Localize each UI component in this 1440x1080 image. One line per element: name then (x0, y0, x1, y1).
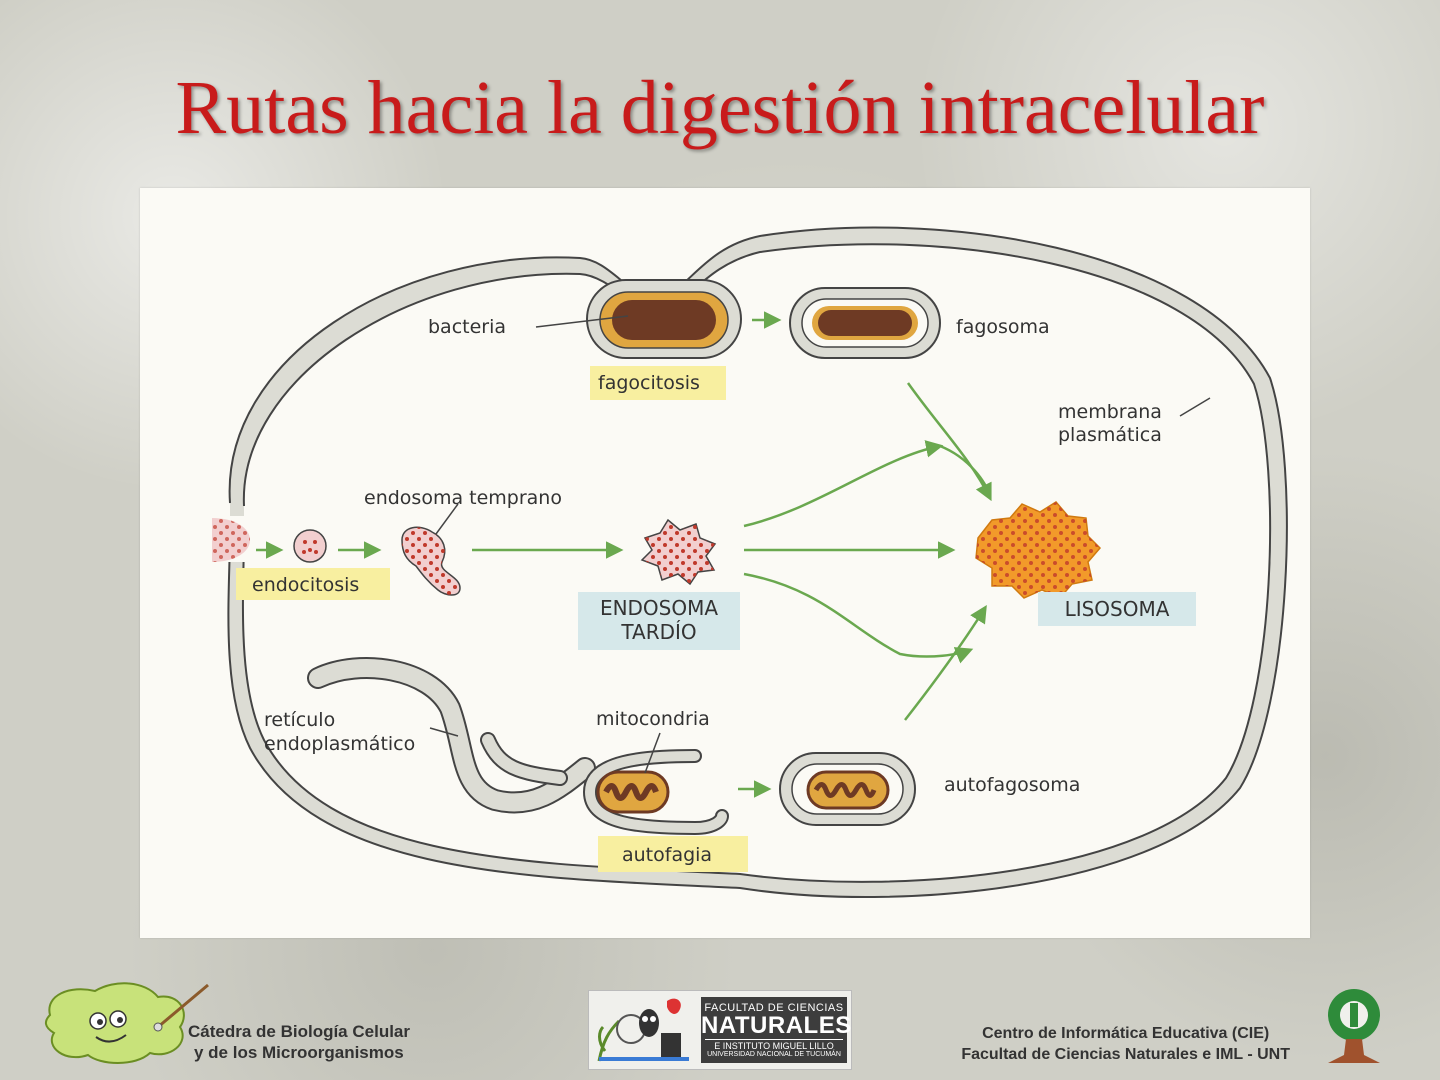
endoplasmic-reticulum (307, 657, 596, 814)
phagosome (789, 287, 941, 359)
autophagy-mitochondria (582, 749, 729, 836)
label-lisosoma: LISOSOMA (1065, 597, 1170, 621)
autofagia-highlight (598, 836, 748, 872)
catedra-line2: y de los Microorganismos (194, 1043, 404, 1062)
label-endocitosis: endocitosis (252, 574, 359, 596)
label-autofagia: autofagia (622, 844, 712, 866)
label-plasmatica: plasmática (1058, 424, 1162, 446)
phagocytosis-bacteria (586, 279, 742, 359)
endosoma-tardio-highlight (578, 592, 740, 650)
cie-logo: Centro de Informática Educativa (CIE) Fa… (950, 985, 1400, 1075)
lisosoma-highlight (1038, 592, 1196, 626)
facultad-line2: NATURALES (701, 1012, 852, 1039)
pathway-arrows (256, 311, 992, 798)
facultad-line1: FACULTAD DE CIENCIAS (704, 1002, 844, 1014)
label-tardio: TARDÍO (620, 620, 696, 644)
label-endosoma: ENDOSOMA (600, 596, 718, 620)
cie-text: Centro de Informática Educativa (CIE) Fa… (961, 1023, 1290, 1065)
catedra-text: Cátedra de Biología Celular y de los Mic… (188, 1021, 410, 1063)
label-fagosoma: fagosoma (956, 316, 1050, 338)
label-autofagosoma: autofagosoma (944, 774, 1080, 796)
cie-tree-icon (1328, 989, 1380, 1063)
early-endosome (401, 526, 461, 596)
label-reticulo: retículo (264, 709, 335, 731)
small-vesicle (293, 529, 327, 563)
cie-line2: Facultad de Ciencias Naturales e IML - U… (961, 1046, 1290, 1063)
pointer-lines (429, 315, 1211, 774)
lysosome (975, 501, 1102, 599)
label-fagocitosis: fagocitosis (598, 372, 700, 394)
endocitosis-highlight (236, 568, 390, 600)
facultad-logo: FACULTAD DE CIENCIAS NATURALES E INSTITU… (588, 990, 852, 1070)
slide-title: Rutas hacia la digestión intracelular (175, 66, 1265, 150)
catedra-logo: Cátedra de Biología Celular y de los Mic… (40, 975, 440, 1065)
label-endosoma-temprano: endosoma temprano (364, 487, 562, 509)
facultad-line3: E INSTITUTO MIGUEL LILLO (705, 1039, 843, 1051)
digestion-diagram: bacteria fagocitosis fagosoma membrana p… (140, 188, 1310, 938)
fagocitosis-highlight (590, 366, 726, 400)
label-bacteria: bacteria (428, 316, 506, 338)
plasma-membrane (224, 226, 1288, 898)
autophagosome (779, 752, 916, 826)
amoeba-mascot-icon (44, 982, 209, 1064)
facultad-emblem-icon (597, 998, 689, 1062)
facultad-line4: UNIVERSIDAD NACIONAL DE TUCUMÁN (707, 1051, 841, 1058)
cie-line1: Centro de Informática Educativa (CIE) (982, 1025, 1270, 1042)
label-membrana: membrana (1058, 401, 1162, 423)
label-endoplasmatico: endoplasmático (264, 733, 415, 755)
late-endosome (640, 518, 717, 586)
label-mitocondria: mitocondria (596, 708, 710, 730)
endocytosis-pit (212, 518, 250, 562)
catedra-line1: Cátedra de Biología Celular (188, 1022, 410, 1041)
facultad-text-box: FACULTAD DE CIENCIAS NATURALES E INSTITU… (701, 997, 852, 1063)
